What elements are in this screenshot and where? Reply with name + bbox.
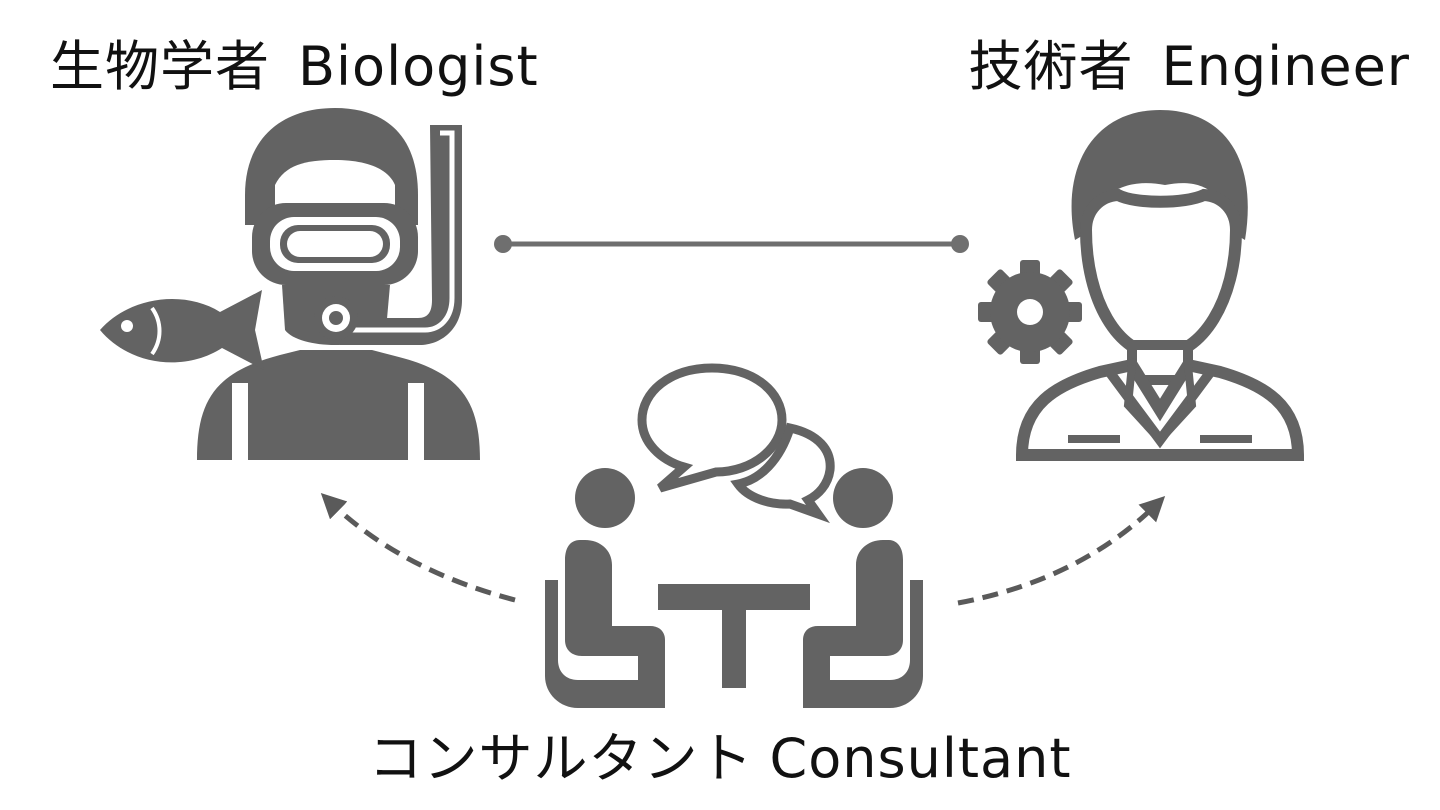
consultant-label-en: Consultant bbox=[769, 727, 1072, 790]
person-right-head bbox=[833, 468, 893, 528]
fish-eye bbox=[121, 320, 133, 332]
biologist-engineer-connector bbox=[494, 235, 969, 253]
engineer-shirt bbox=[1015, 358, 1305, 461]
fish-icon bbox=[100, 290, 264, 370]
table-top bbox=[658, 584, 810, 610]
person-left-body bbox=[565, 540, 665, 708]
diver-snorkel bbox=[340, 125, 462, 345]
person-left-head bbox=[575, 468, 635, 528]
biologist-label-en: Biologist bbox=[298, 35, 539, 98]
engineer-face bbox=[1079, 188, 1243, 362]
person-right-body bbox=[803, 540, 903, 708]
engineer-pocket-right bbox=[1200, 435, 1252, 443]
speech-bubble-right bbox=[730, 422, 835, 524]
connector-endpoint-right bbox=[951, 235, 969, 253]
diver-suit-stripe-left bbox=[232, 383, 248, 460]
meeting-table-with-speech-bubbles-icon bbox=[545, 363, 923, 708]
connector-endpoint-left bbox=[494, 235, 512, 253]
engineer-label-ja: 技術者 bbox=[968, 35, 1134, 98]
engineer-lapels bbox=[1123, 364, 1197, 446]
diver-suit-stripe-right bbox=[408, 383, 424, 460]
engineer-label-en: Engineer bbox=[1161, 35, 1410, 98]
diver-with-fish-icon bbox=[100, 108, 480, 460]
consultant-label-ja: コンサルタント bbox=[368, 727, 754, 790]
engineer-with-gear-icon bbox=[978, 110, 1305, 461]
fish-gill bbox=[150, 306, 162, 356]
speech-bubble-left bbox=[637, 363, 787, 493]
arrow-consultant-to-engineer bbox=[957, 495, 1166, 606]
diver-snorkel-highlight bbox=[350, 130, 455, 333]
engineer-pocket-left bbox=[1068, 435, 1120, 443]
engineer-hair bbox=[1071, 110, 1248, 240]
biologist-label-ja: 生物学者 bbox=[50, 35, 270, 98]
gear-icon bbox=[978, 260, 1082, 364]
chair-right bbox=[808, 580, 923, 708]
arrow-consultant-to-biologist bbox=[320, 493, 516, 603]
diver-mouthpiece-center bbox=[329, 311, 343, 325]
diver-mask-lens bbox=[287, 231, 383, 257]
chair-left bbox=[545, 580, 660, 708]
table-leg bbox=[722, 610, 746, 688]
